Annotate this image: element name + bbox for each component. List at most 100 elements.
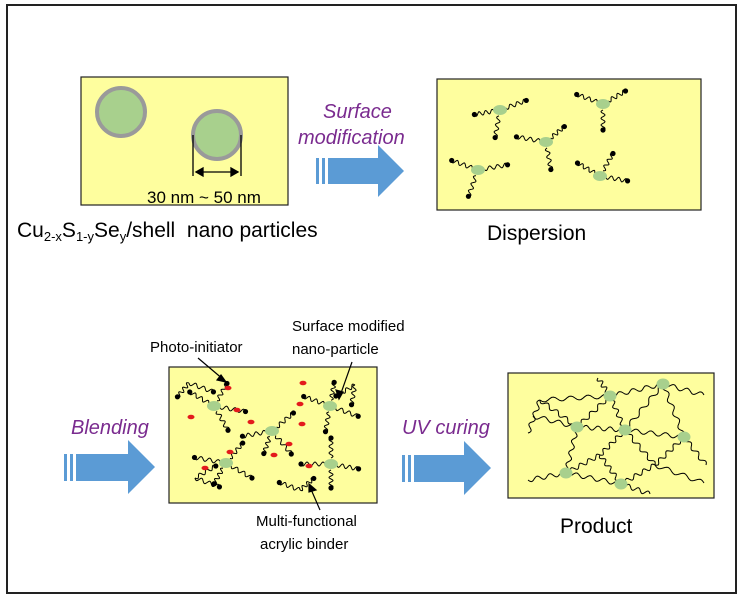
ligand-end-dot <box>574 91 580 98</box>
ligand-chain <box>474 108 495 117</box>
modified-particle <box>471 165 485 175</box>
ligand-chain <box>451 159 473 169</box>
ligand-chain <box>603 153 613 172</box>
network-bond <box>539 399 578 428</box>
ligand-end-dot <box>322 429 329 435</box>
arrow-surface-modification <box>316 145 404 197</box>
photo-initiator-dot <box>201 465 209 471</box>
ligand-end-dot <box>624 178 631 184</box>
size-dimension <box>192 135 242 178</box>
ligand-chain <box>263 436 271 455</box>
product-caption: Product <box>560 515 633 538</box>
ligand-end-dot <box>328 435 334 441</box>
ligand-end-dot <box>622 88 629 94</box>
modified-particle <box>219 458 233 468</box>
formula-sub-se: y <box>119 229 127 244</box>
binder-chain <box>299 477 314 492</box>
nanoparticle-measured <box>191 109 243 161</box>
network-bond <box>620 463 656 486</box>
nanoparticle-large <box>95 86 147 138</box>
ligand-chain <box>600 109 606 131</box>
ligand-chain <box>577 163 596 173</box>
ligand-chain <box>242 429 267 439</box>
binder-label-2: acrylic binder <box>260 536 349 553</box>
ligand-end-dot <box>548 166 554 173</box>
ligand-end-dot <box>492 134 498 141</box>
ligand-chain <box>607 89 626 103</box>
photo-initiator-dot <box>285 441 293 447</box>
network-bond <box>599 429 626 456</box>
network-dangling-chain <box>532 415 578 428</box>
binder-end-dot <box>174 394 181 400</box>
particle-formula-caption: Cu2-xS1-ySey/shell nano particles <box>17 219 318 243</box>
binder-chain <box>177 382 190 398</box>
binder-label-1: Multi-functional <box>256 513 357 530</box>
ligand-end-dot <box>355 413 361 419</box>
binder-chain <box>194 477 220 488</box>
cured-particle <box>677 431 691 443</box>
ligand-chain <box>605 175 629 183</box>
cured-particle <box>570 421 584 433</box>
photo-initiator-dot <box>187 414 195 420</box>
ligand-chain <box>189 392 210 403</box>
photo-initiator-label: Photo-initiator <box>150 339 243 356</box>
ligand-end-dot <box>288 451 294 457</box>
network-bond <box>565 426 578 474</box>
network-bond <box>624 383 664 431</box>
ligand-chain <box>229 442 243 460</box>
ligand-end-dot <box>249 475 255 481</box>
binder-end-dot <box>213 463 219 469</box>
ligand-chain <box>516 135 541 143</box>
formula-s: S <box>61 219 76 242</box>
cured-particle <box>618 424 632 436</box>
ligand-chain <box>230 465 253 479</box>
ligand-chain <box>329 381 336 401</box>
modified-particle <box>323 401 337 411</box>
step-blending-label: Blending <box>71 417 149 439</box>
formula-se: Se <box>94 219 120 242</box>
cured-particle <box>559 467 573 479</box>
formula-cu: Cu <box>17 219 44 242</box>
photo-initiator-dot <box>270 452 278 458</box>
photo-initiator-dot <box>226 449 234 455</box>
ligand-chain <box>274 435 293 455</box>
modified-particle <box>596 99 610 109</box>
ligand-chain <box>335 407 359 417</box>
surface-modified-label-1: Surface modified <box>292 318 405 335</box>
ligand-chain <box>323 411 331 433</box>
callout-lines <box>197 357 353 511</box>
ligand-end-dot <box>513 134 520 140</box>
formula-shell: /shell <box>126 219 176 242</box>
binder-chain <box>349 384 357 406</box>
formula-sub-s: 1-y <box>75 229 94 244</box>
ligand-chain <box>217 383 227 402</box>
photo-initiator-dot <box>224 385 232 391</box>
photo-initiator-dot <box>233 407 241 413</box>
ligand-end-dot <box>240 440 246 446</box>
network-dangling-chain <box>662 383 705 396</box>
ligand-end-dot <box>298 461 304 467</box>
network-bond <box>598 454 623 485</box>
modified-particle <box>207 401 221 411</box>
size-range-label: 30 nm ~ 50 nm <box>147 188 261 207</box>
network-bond <box>624 428 685 439</box>
ligand-end-dot <box>242 408 249 415</box>
ligand-end-dot <box>523 97 529 104</box>
cured-particle <box>656 378 670 390</box>
ligand-end-dot <box>561 123 567 130</box>
formula-sub-cu: 2-x <box>43 229 62 244</box>
ligand-end-dot <box>290 410 297 416</box>
step-surface-label-1: Surface <box>323 101 392 123</box>
ligand-end-dot <box>261 450 267 457</box>
modified-particle <box>324 459 338 469</box>
network-dangling-chain <box>654 464 705 484</box>
network-bond <box>576 395 611 428</box>
binder-end-dot <box>216 484 223 490</box>
photo-initiator-dot <box>247 419 255 425</box>
ligand-end-dot <box>600 127 606 133</box>
modified-particle <box>593 171 607 181</box>
binder-end-dot <box>276 479 282 486</box>
binder-end-dot <box>210 389 217 395</box>
ligand-chain <box>576 93 598 103</box>
